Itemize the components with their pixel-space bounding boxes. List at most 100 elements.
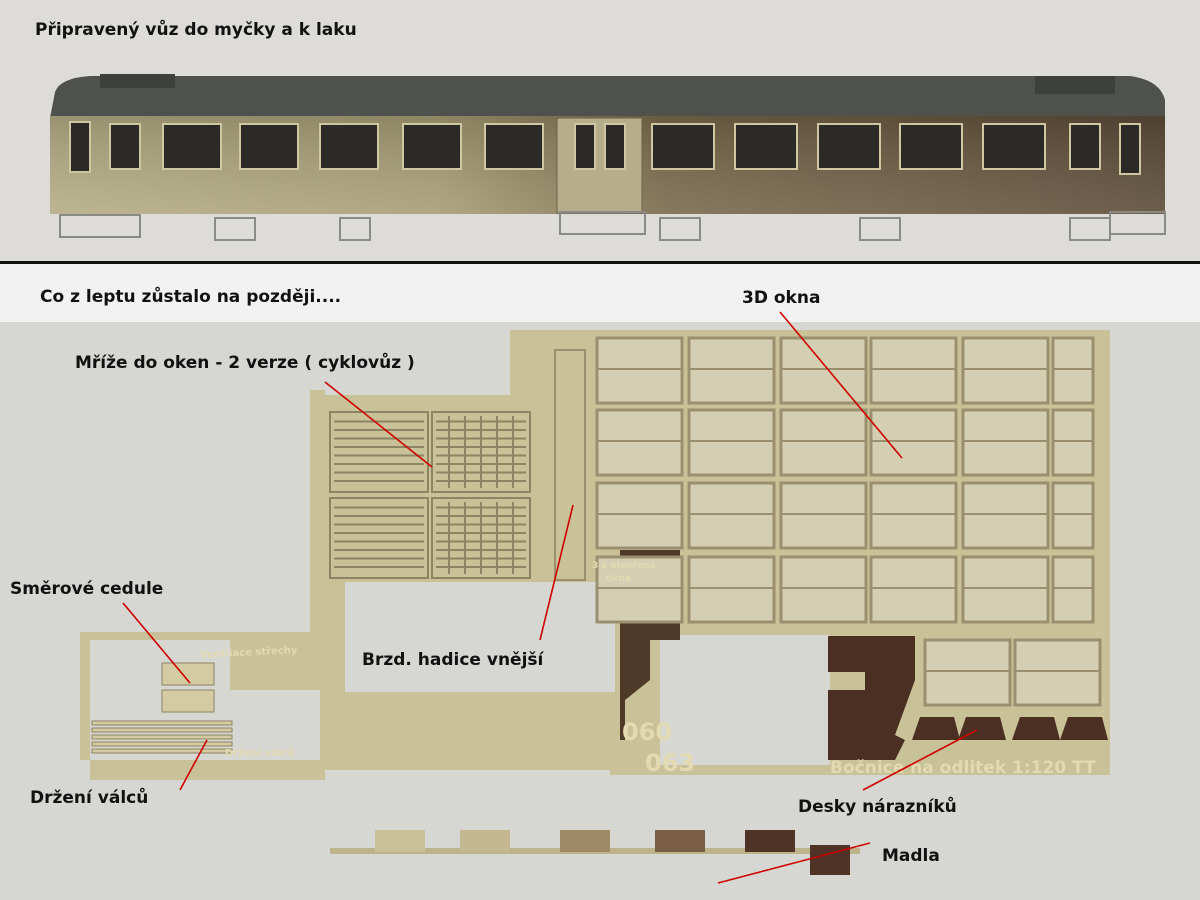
grille-post	[448, 416, 450, 488]
window-frame	[1051, 336, 1095, 405]
window-frame-bar	[781, 513, 866, 515]
car-window	[162, 123, 222, 170]
window-frame-bar	[781, 368, 866, 370]
underframe-part	[559, 211, 646, 235]
grille-bar	[334, 454, 424, 457]
grille-post	[512, 502, 514, 574]
car-window	[1069, 123, 1101, 170]
roof-vent-right	[1035, 76, 1115, 94]
roller-holder	[91, 727, 233, 733]
etched-open-windows-1: 3 x otevřená	[592, 561, 656, 571]
car-window	[109, 123, 141, 170]
buffer-plate	[912, 717, 960, 740]
grille-bar	[334, 540, 424, 543]
pointer-roller-holders	[179, 739, 208, 791]
window-frame-bar	[1053, 513, 1093, 515]
window-frame	[779, 336, 868, 405]
roof-vent-left	[100, 74, 175, 88]
label-destination-boards: Směrové cedule	[10, 579, 163, 599]
pointer-buffer-plates	[862, 729, 978, 791]
dark-part-2	[828, 636, 915, 760]
label-roller-holders: Držení válců	[30, 786, 148, 808]
destination-board-2	[161, 689, 215, 713]
buffer-plates	[912, 717, 1108, 740]
roller-holders	[91, 720, 233, 754]
car-window	[604, 123, 626, 170]
window-frames-3d	[595, 336, 1102, 707]
window-frame	[869, 481, 958, 550]
etched-number-060: 060	[622, 718, 672, 746]
window-grilles	[329, 411, 531, 579]
grille-bar	[334, 523, 424, 526]
window-frame	[1051, 481, 1095, 550]
window-frame	[961, 408, 1050, 477]
roller-holder	[91, 734, 233, 740]
grille	[329, 497, 429, 579]
grille-bar	[334, 463, 424, 465]
window-frame-bar	[1053, 440, 1093, 442]
car-window	[484, 123, 544, 170]
car-roof	[50, 76, 1165, 118]
car-underframe	[59, 211, 1166, 241]
handrails-strip	[330, 830, 860, 875]
label-brake-hoses: Brzd. hadice vnější	[362, 650, 545, 670]
grille-post	[480, 502, 482, 574]
car-window	[239, 123, 299, 170]
pointer-grilles	[324, 381, 433, 468]
sheet-cutout-center2	[660, 635, 830, 765]
window-frame	[687, 408, 776, 477]
handrail	[655, 830, 705, 852]
window-frame-bar	[689, 368, 774, 370]
underframe-part	[214, 217, 256, 241]
roller-holder	[91, 720, 233, 726]
car-window	[651, 123, 715, 170]
underframe-part	[659, 217, 701, 241]
window-frame	[869, 336, 958, 405]
window-frame	[595, 336, 684, 405]
sheet-cutout-center	[345, 582, 615, 692]
window-frame-bar	[963, 368, 1048, 370]
car-window	[402, 123, 462, 170]
grille-bar	[334, 446, 424, 448]
top-title: Připravený vůz do myčky a k laku	[35, 18, 357, 40]
roller-holder	[91, 748, 233, 754]
etched-sides-caption: Bočnice na odlitek 1:120 TT	[830, 758, 1096, 778]
etched-roof-ventilation: Ventilace střechy	[200, 644, 299, 661]
car-window	[734, 123, 798, 170]
grille-post	[496, 502, 498, 574]
window-frame	[595, 481, 684, 550]
car-window	[817, 123, 881, 170]
window-frame	[869, 555, 958, 624]
window-frame-bar	[781, 440, 866, 442]
car-windows	[69, 121, 1141, 175]
window-frame-bar	[597, 513, 682, 515]
grille-post	[464, 502, 466, 574]
window-frame-bar	[1053, 587, 1093, 589]
pointer-3d-windows	[779, 311, 903, 459]
car-window	[899, 123, 963, 170]
grille-post	[448, 502, 450, 574]
car-window	[319, 123, 379, 170]
window-frame	[1051, 555, 1095, 624]
grille-post	[512, 416, 514, 488]
underframe-part	[859, 217, 901, 241]
label-3d-windows: 3D okna	[742, 288, 820, 308]
destination-board-1	[161, 662, 215, 686]
window-frame	[1013, 638, 1102, 707]
car-window	[1119, 123, 1141, 175]
window-frame	[1051, 408, 1095, 477]
etched-roller-holders: Držení válců	[225, 746, 295, 759]
bottom-header-band	[0, 264, 1200, 322]
grille-bar	[334, 506, 424, 509]
label-buffer-plates: Desky nárazníků	[798, 795, 957, 817]
label-window-grilles: Mříže do oken - 2 verze ( cyklovůz )	[75, 351, 415, 373]
underframe-part	[59, 214, 141, 238]
door-center	[556, 117, 643, 214]
grille-post	[480, 416, 482, 488]
window-frame-bar	[597, 440, 682, 442]
grille-bar	[334, 420, 424, 423]
car-window	[574, 123, 596, 170]
window-frame	[687, 336, 776, 405]
car-window	[982, 123, 1046, 170]
